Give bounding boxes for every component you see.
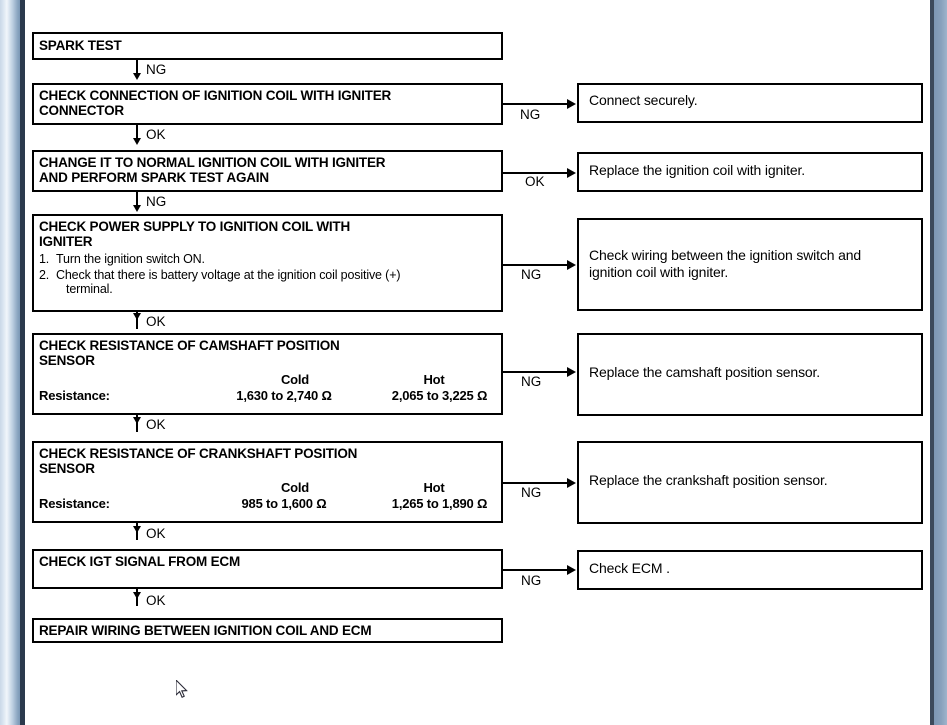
arrow-down-icon-5 <box>133 417 141 424</box>
arrow-down-icon-1 <box>133 73 141 80</box>
step-instruction-list: 1. Turn the ignition switch ON. 2. Check… <box>34 252 501 297</box>
connector-line-ok-1 <box>503 172 569 174</box>
step-title: CHECK RESISTANCE OF CAMSHAFT POSITION SE… <box>39 338 340 368</box>
list-item: 2. Check that there is battery voltage a… <box>39 268 497 297</box>
result-text: Replace the crankshaft position sensor. <box>589 472 828 488</box>
result-box-replace-ignition-coil[interactable]: Replace the ignition coil with igniter. <box>577 152 923 192</box>
step-title: CHECK IGT SIGNAL FROM ECM <box>39 554 241 569</box>
result-box-check-ecm[interactable]: Check ECM . <box>577 550 923 590</box>
result-text: Check ECM . <box>589 560 670 576</box>
step-box-change-coil[interactable]: CHANGE IT TO NORMAL IGNITION COIL WITH I… <box>32 150 503 192</box>
result-box-replace-camshaft-sensor[interactable]: Replace the camshaft position sensor. <box>577 333 923 416</box>
left-page-rule <box>20 0 25 725</box>
arrow-right-icon-2 <box>567 168 576 178</box>
arrow-right-icon-5 <box>567 478 576 488</box>
connector-line-ng-2 <box>503 264 569 266</box>
edge-label-ok-4: OK <box>146 417 166 432</box>
step-title: CHANGE IT TO NORMAL IGNITION COIL WITH I… <box>39 155 386 185</box>
result-text: Check wiring between the ignition switch… <box>589 247 861 280</box>
edge-label-ng-6: NG <box>521 485 542 500</box>
step-box-repair-wiring[interactable]: REPAIR WIRING BETWEEN IGNITION COIL AND … <box>32 618 503 643</box>
cell-cold-value: 1,630 to 2,740 Ω <box>236 388 332 403</box>
connector-line-1 <box>136 60 138 77</box>
edge-label-ok-1: OK <box>146 127 166 142</box>
edge-label-ng-1: NG <box>146 62 167 77</box>
edge-label-ng-7: NG <box>521 573 542 588</box>
list-text-continued: terminal. <box>66 282 113 296</box>
result-text: Replace the camshaft position sensor. <box>589 364 821 380</box>
arrow-right-icon-4 <box>567 367 576 377</box>
connector-line-4 <box>136 312 138 329</box>
result-text: Replace the ignition coil with igniter. <box>589 162 805 178</box>
right-scroll-band[interactable] <box>934 0 947 725</box>
connector-line-ng-1 <box>503 103 569 105</box>
arrow-down-icon-4 <box>133 313 141 320</box>
list-text: Turn the ignition switch ON. <box>56 252 205 266</box>
step-title: REPAIR WIRING BETWEEN IGNITION COIL AND … <box>39 623 372 638</box>
arrow-down-icon-7 <box>133 592 141 599</box>
list-item: 1. Turn the ignition switch ON. <box>39 252 497 267</box>
edge-label-ng-5: NG <box>521 374 542 389</box>
edge-label-ok-6: OK <box>146 593 166 608</box>
row-label-resistance: Resistance: <box>39 388 110 403</box>
step-box-spark-test[interactable]: SPARK TEST <box>32 32 503 60</box>
column-header-hot: Hot <box>423 480 445 495</box>
result-box-replace-crankshaft-sensor[interactable]: Replace the crankshaft position sensor. <box>577 441 923 524</box>
arrow-right-icon-6 <box>567 565 576 575</box>
edge-label-ok-5: OK <box>146 526 166 541</box>
arrow-right-icon-3 <box>567 260 576 270</box>
result-text: Connect securely. <box>589 92 698 108</box>
resistance-table-camshaft: Cold Hot Resistance: 1,630 to 2,740 Ω 2,… <box>34 372 501 405</box>
column-header-hot: Hot <box>423 372 445 387</box>
connector-line-ng-4 <box>503 482 569 484</box>
cell-cold-value: 985 to 1,600 Ω <box>241 496 327 511</box>
step-box-check-camshaft-sensor[interactable]: CHECK RESISTANCE OF CAMSHAFT POSITION SE… <box>32 333 503 415</box>
connector-line-3 <box>136 192 138 209</box>
resistance-table-crankshaft: Cold Hot Resistance: 985 to 1,600 Ω 1,26… <box>34 480 501 513</box>
table-row: Resistance: 1,630 to 2,740 Ω 2,065 to 3,… <box>34 388 501 405</box>
left-scrollbar[interactable] <box>0 0 20 725</box>
column-header-cold: Cold <box>280 372 310 387</box>
step-title: SPARK TEST <box>39 38 122 53</box>
list-text: Check that there is battery voltage at t… <box>56 267 401 282</box>
edge-label-ok-2: OK <box>525 174 545 189</box>
right-page-rule <box>930 0 934 725</box>
list-number: 2. <box>39 267 50 282</box>
step-box-check-connection[interactable]: CHECK CONNECTION OF IGNITION COIL WITH I… <box>32 83 503 125</box>
step-title: CHECK CONNECTION OF IGNITION COIL WITH I… <box>39 88 392 118</box>
edge-label-ng-2: NG <box>520 107 541 122</box>
connector-line-ng-3 <box>503 371 569 373</box>
list-number: 1. <box>39 252 50 266</box>
result-box-check-wiring[interactable]: Check wiring between the ignition switch… <box>577 218 923 311</box>
table-row: Resistance: 985 to 1,600 Ω 1,265 to 1,89… <box>34 496 501 513</box>
column-header-cold: Cold <box>280 480 310 495</box>
step-box-check-igt-signal[interactable]: CHECK IGT SIGNAL FROM ECM <box>32 549 503 589</box>
mouse-cursor <box>175 678 189 700</box>
step-box-check-crankshaft-sensor[interactable]: CHECK RESISTANCE OF CRANKSHAFT POSITION … <box>32 441 503 523</box>
table-header-row: Cold Hot <box>34 480 501 496</box>
edge-label-ng-4: NG <box>521 267 542 282</box>
connector-line-ng-5 <box>503 569 569 571</box>
arrow-down-icon-2 <box>133 138 141 145</box>
arrow-right-icon-1 <box>567 99 576 109</box>
connector-line-2 <box>136 125 138 142</box>
arrow-down-icon-6 <box>133 526 141 533</box>
step-title: CHECK POWER SUPPLY TO IGNITION COIL WITH… <box>39 219 351 249</box>
step-box-check-power-supply[interactable]: CHECK POWER SUPPLY TO IGNITION COIL WITH… <box>32 214 503 312</box>
step-title: CHECK RESISTANCE OF CRANKSHAFT POSITION … <box>39 446 358 476</box>
edge-label-ok-3: OK <box>146 314 166 329</box>
arrow-down-icon-3 <box>133 205 141 212</box>
row-label-resistance: Resistance: <box>39 496 110 511</box>
cell-hot-value: 2,065 to 3,225 Ω <box>391 388 488 403</box>
edge-label-ng-3: NG <box>146 194 167 209</box>
table-header-row: Cold Hot <box>34 372 501 388</box>
cell-hot-value: 1,265 to 1,890 Ω <box>391 496 488 511</box>
result-box-connect-securely[interactable]: Connect securely. <box>577 83 923 123</box>
